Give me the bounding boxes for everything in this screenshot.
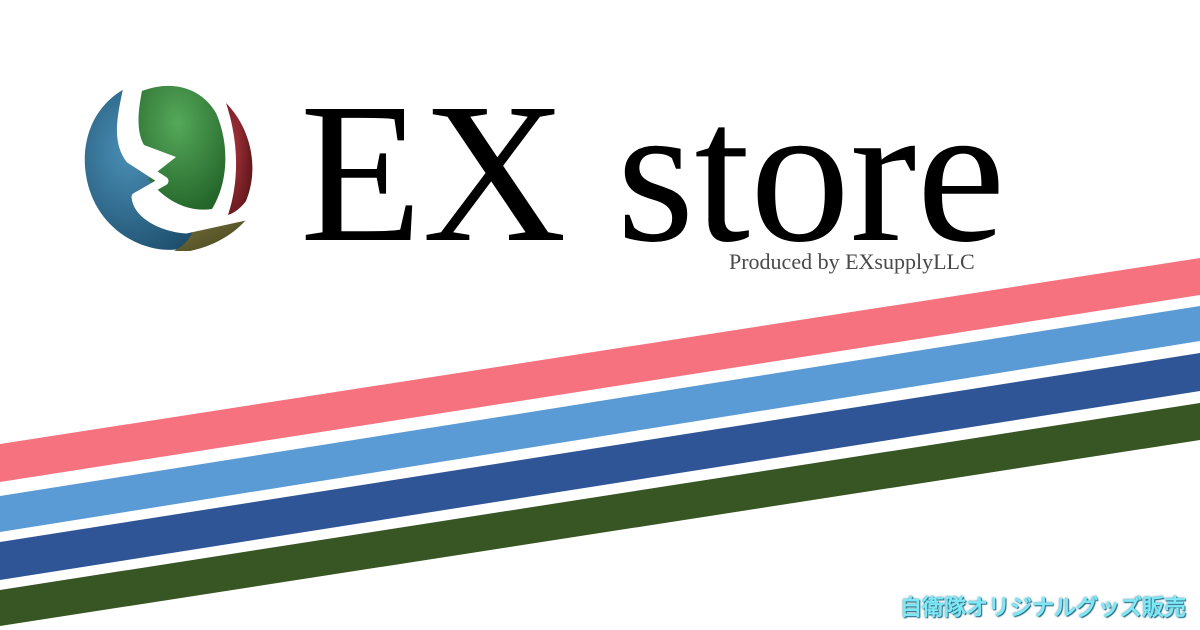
stripe-light-blue — [0, 306, 1200, 532]
ex-globe-logo-icon — [84, 82, 255, 251]
page-title: EX store — [300, 63, 1006, 284]
stripe-navy — [0, 353, 1200, 580]
tagline: 自衛隊オリジナルグッズ販売 — [899, 596, 1186, 621]
producer-credit: Produced by EXsupplyLLC — [729, 249, 975, 274]
stripe-pink — [0, 258, 1200, 482]
stripe-green — [0, 403, 1200, 626]
